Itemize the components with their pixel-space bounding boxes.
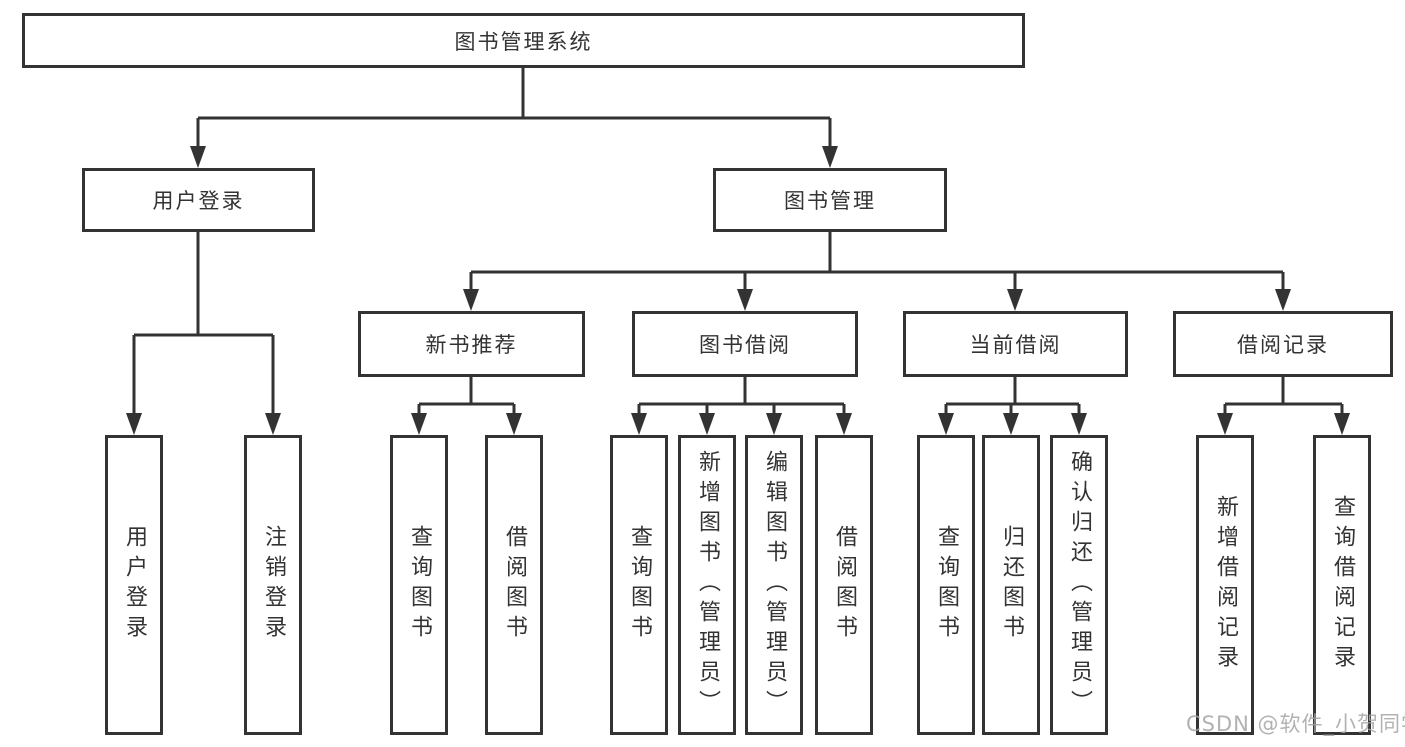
node-book-borrowing: 图书借阅: [632, 311, 858, 377]
node-label: 归还图书: [999, 525, 1024, 645]
arrowheads: [126, 146, 1350, 435]
node-label: 新增借阅记录: [1213, 495, 1238, 675]
node-leaf-query-books-borrowing: 查询图书: [610, 435, 668, 735]
node-label: 借阅记录: [1237, 333, 1329, 357]
node-leaf-edit-book-admin: 编辑图书（管理员）: [745, 435, 803, 735]
node-leaf-query-books-current: 查询图书: [917, 435, 975, 735]
csdn-watermark: CSDN @软件_小贺同学: [1186, 712, 1405, 736]
node-label: 查询图书: [407, 525, 432, 645]
node-label: 用户登录: [122, 525, 147, 645]
node-label: 借阅图书: [502, 525, 527, 645]
node-label: 新书推荐: [425, 333, 518, 357]
node-leaf-return-book: 归还图书: [982, 435, 1040, 735]
node-leaf-logout: 注销登录: [244, 435, 302, 735]
node-library-management-system: 图书管理系统: [22, 13, 1025, 68]
node-label: 查询借阅记录: [1330, 495, 1355, 675]
node-leaf-borrow-books-recommend: 借阅图书: [485, 435, 543, 735]
node-user-login-branch: 用户登录: [82, 168, 315, 232]
node-leaf-add-borrow-record: 新增借阅记录: [1196, 435, 1254, 735]
node-label: 查询图书: [627, 525, 652, 645]
node-leaf-add-book-admin: 新增图书（管理员）: [678, 435, 736, 735]
node-book-management-branch: 图书管理: [713, 168, 947, 232]
node-current-borrowing: 当前借阅: [903, 311, 1128, 377]
node-leaf-query-borrow-record: 查询借阅记录: [1313, 435, 1371, 735]
node-label: 确认归还（管理员）: [1067, 450, 1092, 720]
node-label: 注销登录: [261, 525, 286, 645]
node-label: 当前借阅: [969, 333, 1062, 357]
node-borrowing-records: 借阅记录: [1173, 311, 1393, 377]
node-label: 新增图书（管理员）: [695, 450, 720, 720]
node-new-book-recommendation: 新书推荐: [358, 311, 585, 377]
node-label: 编辑图书（管理员）: [762, 450, 787, 720]
node-label: 图书管理: [784, 189, 876, 213]
node-label: 图书管理系统: [454, 29, 593, 54]
node-leaf-confirm-return-admin: 确认归还（管理员）: [1050, 435, 1108, 735]
node-label: 借阅图书: [832, 525, 857, 645]
node-label: 图书借阅: [699, 333, 791, 357]
node-label: 查询图书: [934, 525, 959, 645]
node-label: 用户登录: [152, 189, 245, 213]
node-leaf-query-books-recommend: 查询图书: [390, 435, 448, 735]
node-leaf-user-login: 用户登录: [105, 435, 163, 735]
node-leaf-borrow-books: 借阅图书: [815, 435, 873, 735]
